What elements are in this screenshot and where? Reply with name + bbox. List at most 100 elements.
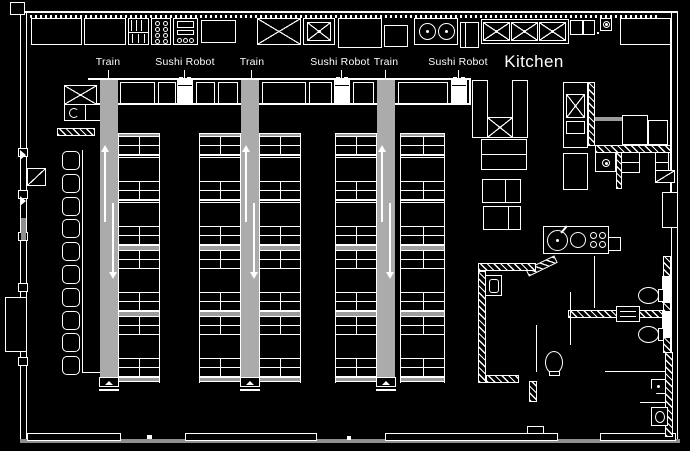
booth-seat-row <box>336 317 376 326</box>
booth-seat-row <box>200 182 240 191</box>
divider-pillar <box>512 80 528 138</box>
sink-x-icon <box>539 22 566 41</box>
booth-seat-row <box>401 191 444 200</box>
bottom-wall-tick <box>147 435 152 439</box>
hatched-wall <box>529 381 537 402</box>
label-train-3: Train <box>373 56 399 68</box>
leader-line <box>341 70 342 80</box>
sink-x-icon <box>483 22 510 41</box>
x-cross-icon <box>64 85 97 105</box>
counter-chair <box>62 197 80 216</box>
table-band <box>260 377 300 382</box>
table-band <box>401 245 444 251</box>
kitchen-counter-unit <box>84 18 126 45</box>
table-band <box>260 311 300 317</box>
x-cross-icon <box>257 18 301 45</box>
booth-seat-row <box>260 326 300 335</box>
arrow-up-icon <box>245 152 247 222</box>
wash-basin-icon <box>651 407 668 426</box>
booth-seat-row <box>119 302 159 311</box>
toilet-tank <box>549 371 560 376</box>
kitchen-counter-unit <box>620 18 671 45</box>
table-divider <box>200 200 240 203</box>
booth-seat-row <box>336 182 376 191</box>
table-gap <box>119 269 159 293</box>
table-divider <box>336 155 376 158</box>
booth-seat-row <box>336 302 376 311</box>
arrow-down-head <box>386 272 394 279</box>
bottom-wall-panel <box>600 433 676 441</box>
booth-seat-row <box>401 137 444 146</box>
counter-segment <box>196 82 215 104</box>
booth-seat-row <box>260 182 300 191</box>
booth-seat-row <box>119 293 159 302</box>
gray-counter-strip <box>595 117 622 121</box>
c-seat-icon <box>69 108 79 118</box>
left-wall-tick <box>18 283 28 292</box>
booth-seat-row <box>200 293 240 302</box>
table-band <box>119 133 159 137</box>
prep-table <box>483 206 521 230</box>
counter-top-line <box>88 78 470 80</box>
table-band <box>336 245 376 251</box>
table-gap <box>119 158 159 182</box>
bottom-wall-panel <box>385 433 558 441</box>
booth-seat-row <box>336 326 376 335</box>
arrow-down-icon <box>253 203 255 273</box>
hatched-wall <box>57 128 95 136</box>
booth-seat-row <box>119 326 159 335</box>
train-lane-3 <box>377 80 395 383</box>
booth-seat-row <box>401 251 444 260</box>
table-gap <box>401 269 444 293</box>
booth-seat-row <box>401 359 444 368</box>
kitchen-counter-unit <box>384 25 408 47</box>
table-column-5 <box>400 133 445 383</box>
counter-chair <box>62 311 80 330</box>
table-gap <box>336 335 376 359</box>
table-gap <box>260 203 300 227</box>
bottom-wall-panel <box>27 433 121 441</box>
hatched-wall <box>478 271 486 383</box>
counter-segment <box>353 82 374 104</box>
table-gap <box>336 269 376 293</box>
booth-seat-row <box>200 236 240 245</box>
table-band <box>336 133 376 137</box>
counter-bottom-line <box>97 103 470 105</box>
table-band <box>260 245 300 251</box>
counter-return-box <box>64 104 86 121</box>
table-divider <box>260 155 300 158</box>
counter-chair <box>62 356 80 375</box>
arrow-up-head <box>101 145 109 152</box>
table-band <box>336 377 376 382</box>
top-left-corner-notch <box>10 2 25 15</box>
hatched-wall <box>588 82 595 146</box>
small-counter-box <box>583 20 595 35</box>
booth-seat-row <box>260 260 300 269</box>
hatched-wall <box>663 256 671 353</box>
booth-seat-row <box>401 236 444 245</box>
leader-line <box>184 70 185 80</box>
table-band <box>401 377 444 382</box>
lane-end-cap <box>376 377 396 387</box>
booth-seat-row <box>401 317 444 326</box>
dot-mark <box>597 32 599 34</box>
label-kitchen: Kitchen <box>504 52 564 71</box>
booth-seat-row <box>336 260 376 269</box>
kitchen-counter-box <box>622 115 648 145</box>
table-band <box>336 311 376 317</box>
arrow-up-head <box>242 145 250 152</box>
label-train-2: Train <box>239 56 265 68</box>
table-column-4 <box>335 133 377 383</box>
equipment-frame <box>303 18 335 45</box>
left-wall-closet <box>27 168 46 186</box>
cooktop-station <box>543 225 609 254</box>
door-swing-icon <box>20 150 26 160</box>
shelf-row <box>481 139 527 155</box>
table-divider <box>260 200 300 203</box>
left-wall-tick <box>18 357 28 366</box>
booth-seat-row <box>119 236 159 245</box>
booth-seat-row <box>401 326 444 335</box>
booth-seat-row <box>200 326 240 335</box>
hatched-wall <box>486 375 519 383</box>
booth-seat-row <box>119 317 159 326</box>
